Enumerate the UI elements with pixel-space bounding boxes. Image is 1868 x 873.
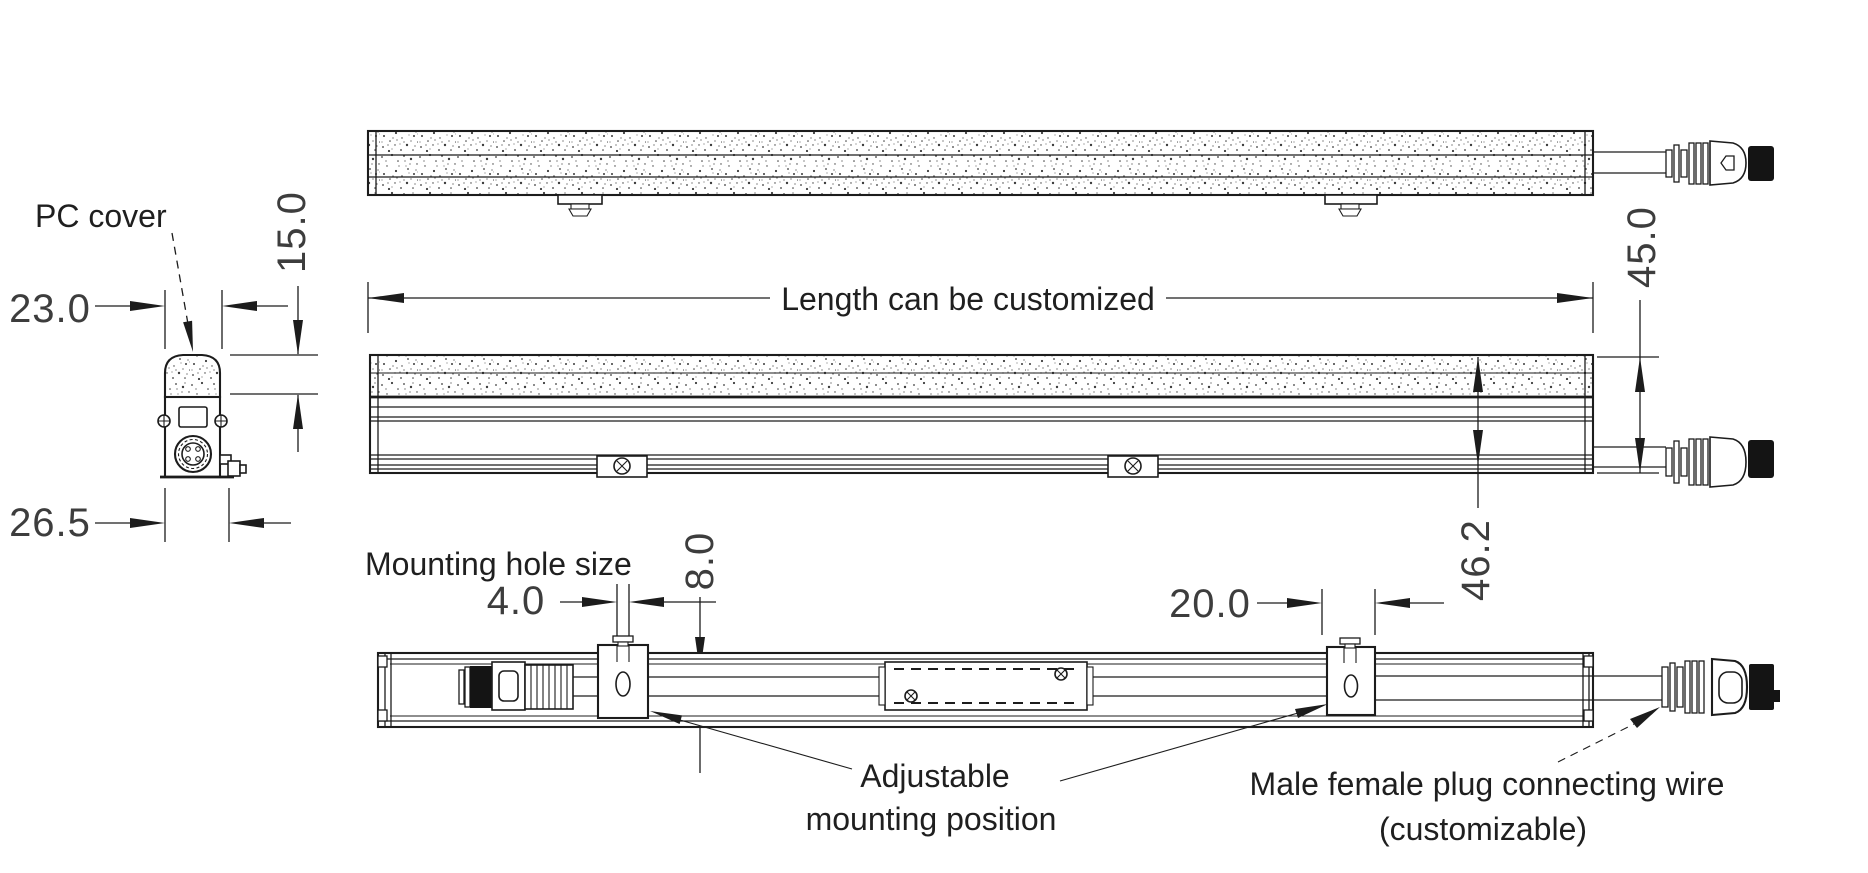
top-clip-1: [557, 194, 603, 217]
middle-view: Length can be customized 46.2 45.0: [367, 206, 1774, 601]
pc-cover-leader-arrow: [183, 320, 193, 352]
middle-plug-connector: [1665, 436, 1774, 488]
profile-window: [178, 406, 208, 428]
middle-clip-2: [1107, 455, 1159, 478]
top-bar-texture: [368, 131, 1593, 195]
adjustable-leader-right: [1059, 712, 1299, 782]
middle-bar: [368, 353, 1595, 475]
top-view: [366, 129, 1774, 217]
dim-bracket-width: 20.0: [1169, 582, 1251, 626]
dim-cover-width: 23.0: [9, 287, 91, 331]
adjustable-leader-left: [679, 719, 853, 770]
plug-label-line2: (customizable): [1379, 811, 1587, 847]
mounting-bracket-1: [596, 635, 650, 720]
middle-bar-texture: [370, 355, 1593, 397]
middle-wire: [1593, 446, 1666, 468]
top-wire: [1593, 151, 1666, 174]
dim-hole-width: 4.0: [487, 579, 546, 623]
profile-tab: [219, 454, 247, 477]
mounting-bracket-2: [1325, 637, 1377, 717]
mounting-hole-label: Mounting hole size: [365, 546, 632, 582]
dim-hole-height: 8.0: [678, 532, 722, 591]
side-screw-left: [157, 414, 171, 428]
plug-leader: [1557, 723, 1635, 763]
bottom-plug-connector: [1661, 657, 1780, 717]
top-clip-2: [1324, 194, 1378, 217]
bottom-view: Mounting hole size 4.0 8.0 20.0: [365, 532, 1780, 847]
dim-cover-height: 15.0: [270, 191, 314, 273]
dim-overall-height: 45.0: [1620, 206, 1664, 288]
junction-box: [878, 661, 1094, 711]
middle-clip-1: [596, 455, 648, 478]
length-label: Length can be customized: [781, 281, 1155, 317]
bottom-wire: [1375, 675, 1663, 701]
pc-cover-leader-line: [171, 232, 189, 325]
adjustable-label-line2: mounting position: [806, 801, 1057, 837]
side-screw-right: [214, 414, 228, 428]
adjustable-label-line1: Adjustable: [860, 758, 1009, 794]
pc-cover-dome: [165, 355, 220, 397]
pc-cover-label: PC cover: [35, 198, 167, 234]
cross-section-view: PC cover 23.0 15.0 26.5: [9, 191, 318, 545]
dim-inner-height: 46.2: [1454, 519, 1498, 601]
dim-body-width: 26.5: [9, 501, 91, 545]
mounting-hole-1: [615, 671, 631, 697]
top-bar: [366, 129, 1595, 197]
plug-label-line1: Male female plug connecting wire: [1250, 766, 1725, 802]
mounting-hole-2: [1343, 674, 1359, 698]
round-connector: [173, 434, 213, 474]
internal-plug-connector: [458, 661, 574, 711]
top-plug-connector: [1665, 140, 1774, 186]
